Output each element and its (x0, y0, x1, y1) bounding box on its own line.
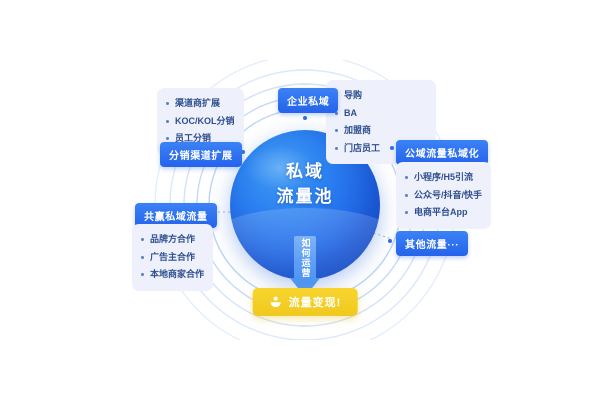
list-item: 电商平台App (405, 204, 482, 222)
monetize-label: 流量变现! (288, 297, 342, 309)
coin-hand-icon (270, 296, 281, 308)
connector-dot (238, 210, 242, 214)
node-other-traffic[interactable]: 其他流量··· (396, 231, 469, 256)
connector-dot (390, 146, 394, 150)
list-item: 本地商家合作 (141, 266, 204, 284)
panel-public-to-private: 小程序/H5引流 公众号/抖音/快手 电商平台App (396, 162, 492, 229)
list-item: BA (335, 105, 390, 123)
sphere-highlight (245, 145, 314, 190)
list-item: 门店员工 (335, 140, 390, 158)
panel-win-win-traffic: 品牌方合作 广告主合作 本地商家合作 (132, 224, 214, 291)
list-item: 员工分销 (166, 130, 235, 148)
node-public-to-private[interactable]: 公域流量私域化 (396, 140, 489, 165)
connector-dot (388, 239, 392, 243)
node-enterprise-private[interactable]: 企业私域 (278, 88, 339, 113)
list-item: 加盟商 (335, 122, 390, 140)
connector-dot (303, 116, 307, 120)
node-win-win-traffic[interactable]: 共赢私域流量 (135, 203, 217, 228)
arrow-shaft (294, 236, 316, 280)
list-item: 渠道商扩展 (166, 95, 235, 113)
node-distribution-channel[interactable]: 分销渠道扩展 (160, 142, 242, 167)
arrow-label: 如何运营 (300, 238, 311, 278)
center-label-line1: 私域 (286, 162, 324, 181)
list-item: 广告主合作 (141, 249, 204, 267)
center-label: 私域 流量池 (230, 160, 380, 209)
list-item: 公众号/抖音/快手 (405, 187, 482, 205)
connector-dot (241, 150, 245, 154)
center-label-line2: 流量池 (276, 186, 334, 206)
list-item: KOC/KOL分销 (166, 113, 235, 131)
monetize-banner[interactable]: 流量变现! (252, 288, 358, 316)
list-item: 品牌方合作 (141, 231, 204, 249)
panel-enterprise-private: 导购 BA 加盟商 门店员工 (326, 80, 436, 165)
list-item: 小程序/H5引流 (405, 169, 482, 187)
list-item: 导购 (335, 87, 390, 105)
